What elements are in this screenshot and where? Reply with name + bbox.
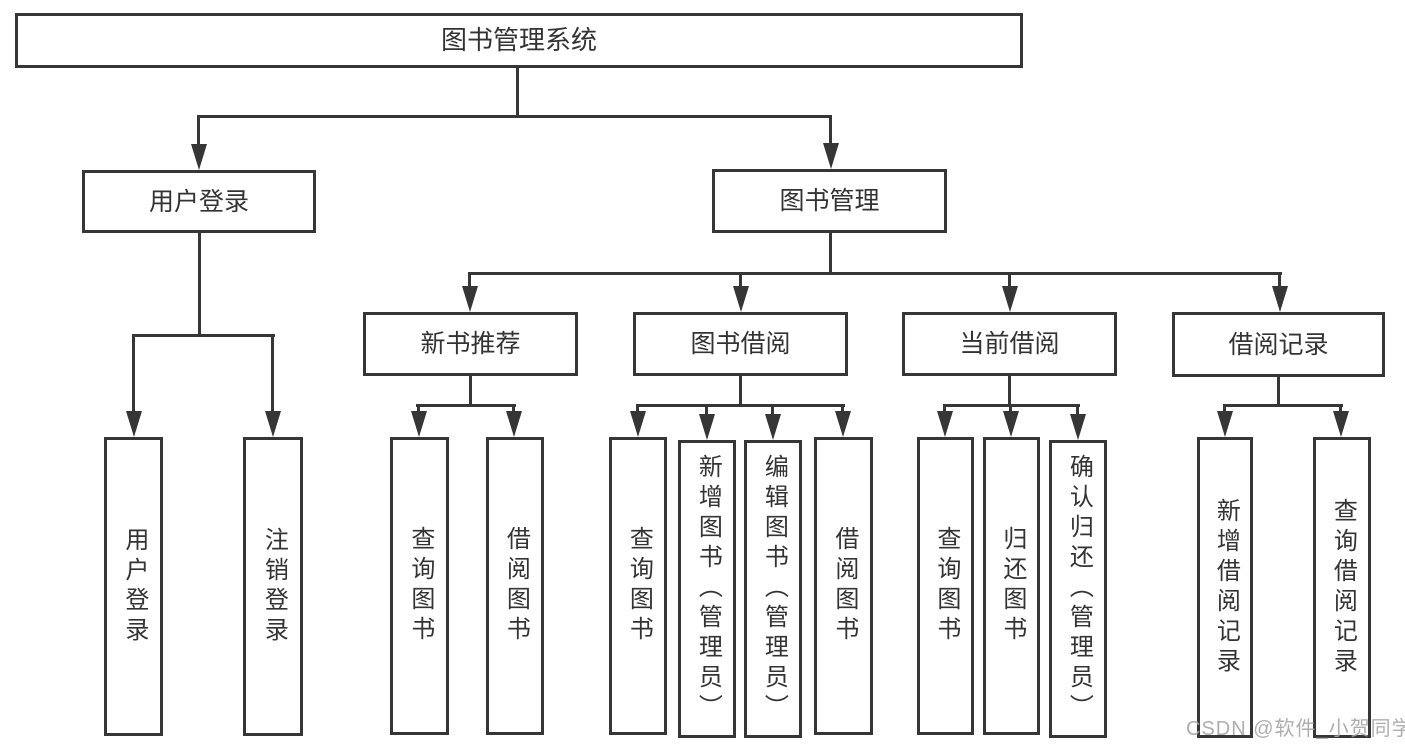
arrow-down-icon bbox=[1002, 286, 1018, 312]
leaf-records-query-label: 查询借阅记录 bbox=[1329, 497, 1357, 678]
connector-line bbox=[271, 334, 274, 416]
leaf-borrow-query: 查询图书 bbox=[609, 437, 667, 735]
node-new-book-rec-label: 新书推荐 bbox=[420, 330, 521, 358]
leaf-borrow-add-admin: 新增图书（管理员） bbox=[678, 440, 736, 738]
arrow-down-icon bbox=[733, 286, 749, 312]
connector-line bbox=[1009, 404, 1012, 416]
node-current-borrow-label: 当前借阅 bbox=[959, 330, 1060, 358]
leaf-current-query: 查询图书 bbox=[917, 437, 974, 735]
leaf-newbook-borrow: 借阅图书 bbox=[486, 437, 544, 735]
leaf-borrow-edit-admin: 编辑图书（管理员） bbox=[744, 440, 802, 738]
connector-line bbox=[841, 404, 844, 416]
connector-line bbox=[739, 376, 742, 407]
arrow-down-icon bbox=[1217, 411, 1233, 437]
connector-line bbox=[1277, 377, 1280, 407]
leaf-user-logout: 注销登录 bbox=[243, 437, 303, 736]
connector-line bbox=[1223, 404, 1226, 416]
leaf-newbook-borrow-label: 借阅图书 bbox=[502, 526, 530, 646]
node-book-mgmt-label: 图书管理 bbox=[779, 187, 880, 215]
leaf-current-return-label: 归还图书 bbox=[998, 526, 1026, 646]
connector-line bbox=[468, 272, 471, 290]
arrow-down-icon bbox=[765, 414, 781, 440]
connector-line bbox=[1339, 404, 1342, 416]
leaf-current-confirm-admin: 确认归还（管理员） bbox=[1049, 440, 1107, 738]
leaf-current-return: 归还图书 bbox=[983, 437, 1040, 735]
node-root: 图书管理系统 bbox=[15, 13, 1023, 68]
connector-line bbox=[1278, 272, 1281, 290]
leaf-borrow-borrow-label: 借阅图书 bbox=[830, 526, 858, 646]
node-book-borrow: 图书借阅 bbox=[633, 312, 848, 376]
arrow-down-icon bbox=[630, 411, 646, 437]
connector-line bbox=[197, 115, 832, 118]
leaf-records-add: 新增借阅记录 bbox=[1197, 437, 1253, 738]
arrow-down-icon bbox=[699, 414, 715, 440]
connector-line bbox=[943, 404, 946, 416]
node-borrow-records: 借阅记录 bbox=[1172, 312, 1385, 377]
connector-line bbox=[198, 233, 201, 336]
arrow-down-icon bbox=[191, 144, 207, 170]
arrow-down-icon bbox=[126, 411, 142, 437]
connector-line bbox=[416, 404, 516, 407]
node-book-mgmt: 图书管理 bbox=[712, 169, 947, 233]
leaf-user-login: 用户登录 bbox=[104, 437, 163, 736]
leaf-current-query-label: 查询图书 bbox=[932, 526, 960, 646]
arrow-down-icon bbox=[411, 411, 427, 437]
connector-line bbox=[417, 404, 420, 416]
leaf-records-add-label: 新增借阅记录 bbox=[1212, 497, 1240, 678]
arrow-down-icon bbox=[1272, 286, 1288, 312]
connector-line bbox=[132, 334, 275, 337]
arrow-down-icon bbox=[1003, 411, 1019, 437]
node-new-book-rec: 新书推荐 bbox=[363, 312, 578, 376]
leaf-borrow-query-label: 查询图书 bbox=[625, 526, 653, 646]
arrow-down-icon bbox=[1070, 414, 1086, 440]
arrow-down-icon bbox=[1333, 411, 1349, 437]
leaf-borrow-borrow: 借阅图书 bbox=[814, 437, 873, 735]
leaf-newbook-query: 查询图书 bbox=[390, 437, 449, 735]
arrow-down-icon bbox=[823, 143, 839, 169]
connector-line bbox=[516, 68, 519, 117]
node-user-login-label: 用户登录 bbox=[148, 187, 249, 216]
leaf-newbook-query-label: 查询图书 bbox=[406, 526, 434, 646]
leaf-user-login-label: 用户登录 bbox=[120, 526, 148, 647]
connector-line bbox=[1223, 404, 1343, 407]
connector-line bbox=[739, 272, 742, 290]
connector-line bbox=[829, 233, 832, 274]
connector-line bbox=[1008, 376, 1011, 407]
arrow-down-icon bbox=[937, 411, 953, 437]
node-current-borrow: 当前借阅 bbox=[902, 312, 1117, 376]
connector-line bbox=[636, 404, 639, 416]
connector-line bbox=[468, 272, 1282, 275]
leaf-records-query: 查询借阅记录 bbox=[1313, 437, 1371, 738]
arrow-down-icon bbox=[835, 411, 851, 437]
connector-line bbox=[1008, 272, 1011, 290]
watermark: CSDN @软件_小贺同学 bbox=[1186, 718, 1405, 740]
leaf-borrow-add-admin-label: 新增图书（管理员） bbox=[694, 454, 722, 724]
arrow-down-icon bbox=[462, 286, 478, 312]
connector-line bbox=[469, 376, 472, 407]
connector-line bbox=[771, 404, 774, 419]
node-borrow-records-label: 借阅记录 bbox=[1228, 330, 1329, 359]
connector-line bbox=[197, 115, 200, 148]
leaf-current-confirm-admin-label: 确认归还（管理员） bbox=[1065, 454, 1093, 724]
connector-line bbox=[1076, 404, 1079, 419]
connector-line bbox=[512, 404, 515, 416]
node-user-login: 用户登录 bbox=[82, 170, 316, 233]
connector-line bbox=[132, 334, 135, 416]
arrow-down-icon bbox=[265, 411, 281, 437]
connector-line bbox=[705, 404, 708, 419]
node-root-label: 图书管理系统 bbox=[440, 24, 597, 55]
connector-line bbox=[829, 115, 832, 148]
connector-line bbox=[636, 404, 845, 407]
arrow-down-icon bbox=[506, 411, 522, 437]
leaf-borrow-edit-admin-label: 编辑图书（管理员） bbox=[760, 454, 788, 724]
node-book-borrow-label: 图书借阅 bbox=[690, 330, 791, 358]
leaf-user-logout-label: 注销登录 bbox=[260, 526, 288, 647]
